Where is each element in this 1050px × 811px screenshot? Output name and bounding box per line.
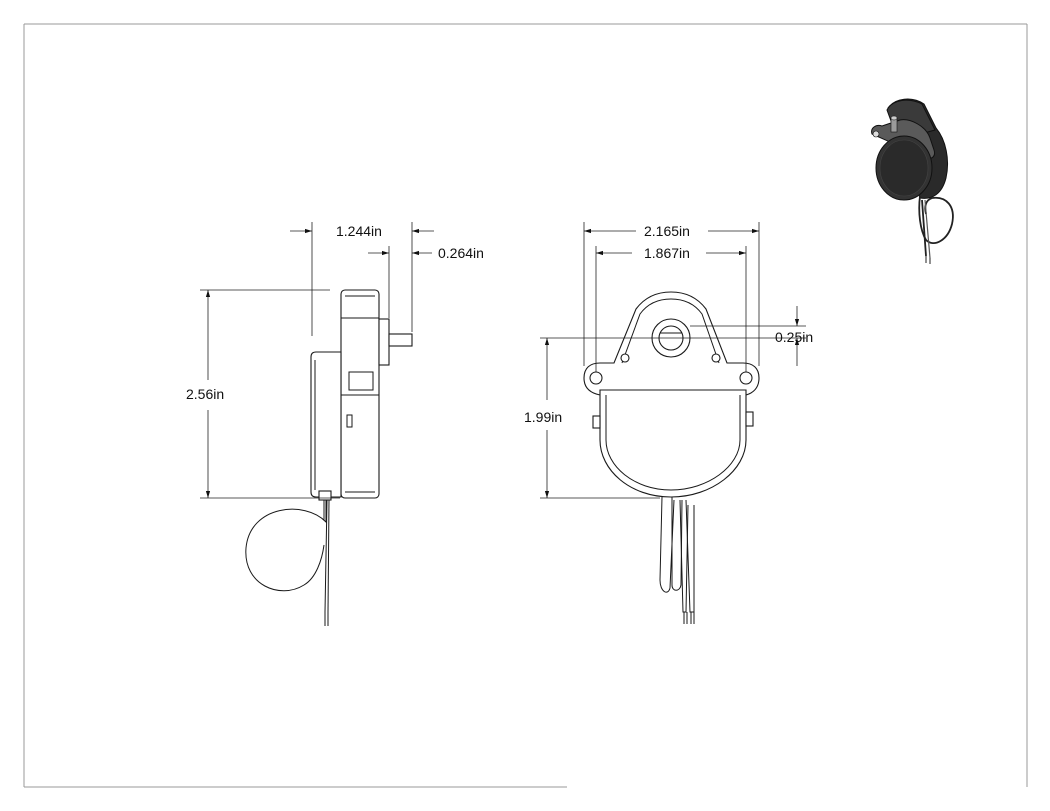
mount-hole-left (589, 371, 603, 385)
side-view (245, 289, 413, 626)
dim-side-depth: 1.244in (336, 223, 382, 239)
dim-front-width-body: 1.867in (644, 245, 690, 261)
front-wire-4 (685, 499, 695, 613)
iso-wire-loop (918, 195, 954, 245)
side-shaft-boss (378, 318, 390, 366)
front-dimensions: 2.165in 1.867in 0.25in 1.99in (524, 222, 813, 499)
front-view (583, 291, 760, 624)
mount-hole-right (739, 371, 753, 385)
dim-shaft-length: 0.264in (438, 245, 484, 261)
dim-side-height: 2.56in (186, 386, 224, 402)
side-shaft (388, 333, 413, 347)
dim-shaft-offset: 0.25in (775, 329, 813, 345)
front-wire-2 (671, 497, 683, 591)
sheet-border (23, 23, 1028, 788)
side-wire-loop (245, 500, 327, 592)
side-motor-cover (310, 351, 342, 498)
dim-front-width-overall: 2.165in (644, 223, 690, 239)
side-gear-housing (340, 289, 380, 499)
side-dimensions: 1.244in 0.264in 2.56in (186, 222, 484, 499)
side-wire-lead (324, 499, 328, 613)
front-wire-1 (659, 496, 675, 593)
dim-front-height: 1.99in (524, 409, 562, 425)
isometric-view (871, 98, 954, 264)
front-motor-body (599, 389, 747, 498)
